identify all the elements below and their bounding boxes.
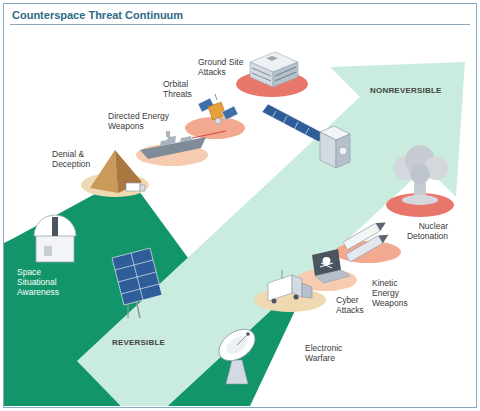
- electronic-warfare-icon-part: [302, 283, 312, 298]
- ground-dish-icon: [213, 323, 261, 384]
- ground-dish-icon-part: [213, 323, 261, 367]
- solar-array-icon-part: [136, 300, 140, 318]
- observatory-icon-part: [36, 234, 74, 262]
- central-satellite-part: [339, 147, 347, 155]
- solar-array-icon: [112, 248, 162, 318]
- central-satellite-part: [272, 111, 276, 118]
- nuclear-detonation-icon-part: [386, 193, 454, 217]
- ground-site-icon-part: [252, 73, 271, 81]
- central-satellite-part: [283, 116, 287, 124]
- denial-deception-icon-part: [126, 183, 140, 191]
- central-satellite-part: [336, 134, 350, 168]
- ground-site-icon-part: [273, 62, 298, 87]
- orbital-threat-icon: [185, 94, 245, 139]
- nuclear-detonation-icon: [386, 145, 454, 217]
- electronic-warfare-icon: [254, 270, 326, 312]
- threat-label: Ground Site Attacks: [198, 58, 248, 78]
- continuum-end-label: NONREVERSIBLE: [370, 86, 442, 95]
- kinetic-energy-icon-part-part: [376, 219, 388, 231]
- cyber-attack-icon-part: [320, 263, 333, 267]
- solar-array-icon-part: [131, 253, 143, 300]
- solar-array-icon-part: [115, 260, 153, 270]
- ground-site-icon-part: [252, 68, 271, 76]
- nuclear-detonation-icon-part: [402, 195, 438, 205]
- ground-dish-icon-part: [223, 332, 251, 357]
- orbital-threat-icon-part: [208, 102, 226, 120]
- central-satellite: [262, 104, 350, 168]
- central-satellite-part: [320, 132, 336, 168]
- threat-label: Electronic Warfare: [305, 344, 351, 364]
- ground-site-icon-part: [266, 56, 278, 61]
- title-rule: [10, 24, 470, 25]
- frame: [4, 4, 477, 408]
- central-satellite-part: [294, 122, 298, 130]
- threat-label: Cyber Attacks: [336, 296, 368, 316]
- orbital-threat-icon-part: [215, 94, 217, 100]
- ground-site-icon: [236, 52, 308, 97]
- nuclear-detonation-icon-part: [410, 164, 430, 184]
- observatory-icon-part: [52, 217, 58, 236]
- threat-label: Denial & Deception: [52, 150, 94, 170]
- electronic-warfare-icon-part: [292, 275, 302, 297]
- orbital-threat-icon-part: [215, 118, 221, 124]
- central-satellite-part: [262, 104, 325, 142]
- directed-energy-icon-part: [180, 136, 192, 142]
- threat-label: Orbital Threats: [163, 80, 197, 100]
- cyber-attack-icon-part: [315, 270, 350, 283]
- diagram-title: Counterspace Threat Continuum: [12, 9, 183, 22]
- solar-array-icon-part: [127, 304, 128, 318]
- threat-label: Nuclear Detonation: [398, 222, 448, 242]
- solar-array-icon-part: [112, 248, 162, 305]
- threat-label: Kinetic Energy Weapons: [372, 279, 412, 308]
- electronic-warfare-icon-part: [282, 270, 283, 279]
- central-satellite-part: [305, 128, 309, 135]
- observatory-icon-part: [34, 215, 76, 236]
- capability-label: Space Situational Awareness: [17, 268, 67, 297]
- ground-site-icon-part: [250, 62, 273, 87]
- directed-energy-icon-part: [160, 136, 176, 146]
- observatory-icon-part: [44, 246, 52, 256]
- kinetic-energy-icon: [335, 219, 401, 263]
- ground-site-icon-part: [275, 72, 296, 81]
- continuum-arrow: [77, 62, 465, 406]
- denial-deception-icon-part: [140, 185, 145, 191]
- cyber-attack-icon-part: [321, 263, 332, 268]
- continuum-end-label: REVERSIBLE: [112, 338, 165, 347]
- kinetic-energy-icon-part-part: [345, 235, 382, 262]
- ground-dish-icon-part: [237, 334, 248, 345]
- electronic-warfare-icon-part: [272, 299, 277, 304]
- orbital-threat-icon-part: [222, 106, 238, 120]
- denial-deception-icon-part: [115, 150, 142, 193]
- kinetic-energy-icon-part: [339, 219, 394, 263]
- ground-dish-icon-part: [246, 332, 250, 336]
- directed-energy-icon-part: [166, 131, 170, 137]
- denial-deception-icon-part: [90, 150, 118, 193]
- denial-deception-icon: [81, 150, 149, 197]
- solar-array-icon-part: [118, 272, 156, 282]
- threat-label: Directed Energy Weapons: [108, 112, 176, 132]
- observatory-icon: [34, 215, 76, 262]
- ground-dish-icon-part: [226, 360, 248, 384]
- directed-energy-icon: [136, 131, 226, 166]
- electronic-warfare-icon-part: [294, 295, 299, 300]
- orbital-threat-icon-part: [185, 117, 245, 139]
- directed-energy-icon-part: [140, 137, 206, 159]
- directed-energy-icon-part: [192, 131, 226, 138]
- ground-site-icon-part: [275, 67, 296, 76]
- background-shapes: [4, 62, 465, 406]
- kinetic-energy-icon-part-part: [378, 231, 390, 243]
- electronic-warfare-icon-part: [268, 275, 292, 301]
- solar-array-icon-part: [121, 284, 159, 294]
